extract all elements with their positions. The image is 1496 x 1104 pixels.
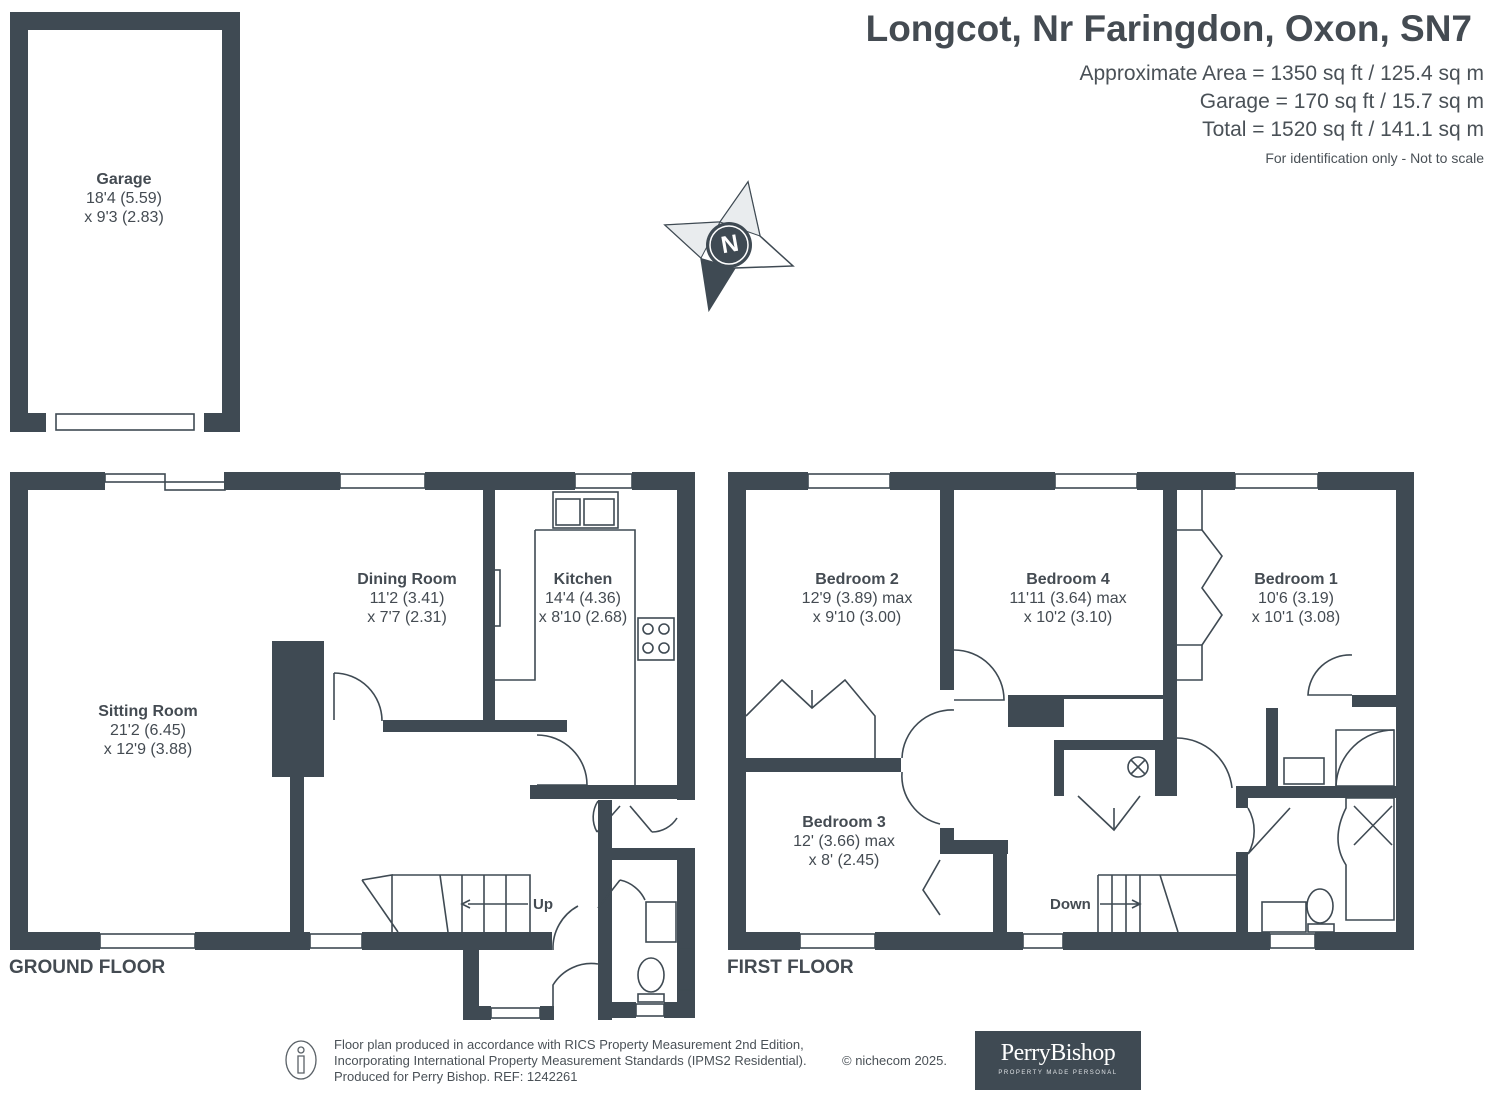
first-floor-label: FIRST FLOOR bbox=[727, 957, 854, 978]
room-name: Bedroom 4 bbox=[1026, 571, 1110, 588]
room-dimension: x 9'10 (3.00) bbox=[812, 609, 902, 626]
room-kitchen: Kitchen 14'4 (4.36) x 8'10 (2.68) bbox=[539, 570, 627, 627]
room-dimension: 11'11 (3.64) max bbox=[1009, 590, 1127, 607]
room-name: Kitchen bbox=[553, 571, 613, 588]
compass-icon bbox=[663, 180, 795, 313]
room-dimension: 12'9 (3.89) max bbox=[801, 590, 913, 607]
room-name: Bedroom 3 bbox=[802, 814, 886, 831]
compass-letter: N bbox=[719, 229, 741, 260]
scale-disclaimer: For identification only - Not to scale bbox=[1265, 150, 1484, 166]
room-dimension: x 10'1 (3.08) bbox=[1251, 609, 1341, 626]
logo-name: PerryBishop bbox=[1000, 1040, 1116, 1066]
garage-area: Garage = 170 sq ft / 15.7 sq m bbox=[1199, 90, 1484, 113]
room-dimension: x 8' (2.45) bbox=[808, 852, 880, 869]
room-garage: Garage 18'4 (5.59) x 9'3 (2.83) bbox=[84, 170, 164, 227]
property-title: Longcot, Nr Faringdon, Oxon, SN7 bbox=[865, 8, 1472, 49]
room-dimension: 21'2 (6.45) bbox=[109, 722, 186, 739]
perry-bishop-logo: PerryBishop PROPERTY MADE PERSONAL bbox=[975, 1031, 1141, 1090]
total-area: Total = 1520 sq ft / 141.1 sq m bbox=[1202, 118, 1484, 141]
stairs-down-label: Down bbox=[1050, 896, 1091, 913]
measurement-note-line: Incorporating International Property Mea… bbox=[334, 1053, 807, 1068]
room-bedroom-3: Bedroom 3 12' (3.66) max x 8' (2.45) bbox=[793, 813, 895, 870]
room-bedroom-4: Bedroom 4 11'11 (3.64) max x 10'2 (3.10) bbox=[1009, 570, 1126, 627]
approximate-area: Approximate Area = 1350 sq ft / 125.4 sq… bbox=[1079, 62, 1485, 85]
room-bedroom-2: Bedroom 2 12'9 (3.89) max x 9'10 (3.00) bbox=[802, 570, 913, 627]
room-name: Bedroom 2 bbox=[815, 571, 899, 588]
room-dimension: 10'6 (3.19) bbox=[1258, 590, 1334, 607]
room-name: Dining Room bbox=[357, 571, 457, 588]
measurement-note: Floor plan produced in accordance with R… bbox=[334, 1037, 807, 1085]
stairs-up-label: Up bbox=[533, 896, 553, 913]
room-dining-room: Dining Room 11'2 (3.41) x 7'7 (2.31) bbox=[357, 570, 457, 627]
ground-floor-label: GROUND FLOOR bbox=[9, 957, 166, 978]
room-dimension: 12' (3.66) max bbox=[793, 833, 895, 850]
copyright: © nichecom 2025. bbox=[842, 1053, 947, 1068]
room-dimension: 18'4 (5.59) bbox=[85, 190, 162, 207]
room-dimension: x 10'2 (3.10) bbox=[1023, 609, 1113, 626]
measurement-note-line: Produced for Perry Bishop. REF: 1242261 bbox=[334, 1069, 578, 1084]
info-person-icon bbox=[285, 1040, 317, 1080]
room-name: Garage bbox=[96, 171, 152, 188]
measurement-note-line: Floor plan produced in accordance with R… bbox=[334, 1037, 804, 1052]
room-name: Sitting Room bbox=[98, 703, 198, 720]
room-dimension: x 9'3 (2.83) bbox=[84, 209, 164, 226]
room-dimension: 14'4 (4.36) bbox=[545, 590, 621, 607]
room-dimension: 11'2 (3.41) bbox=[369, 590, 445, 607]
room-dimension: x 12'9 (3.88) bbox=[103, 741, 193, 758]
room-bedroom-1: Bedroom 1 10'6 (3.19) x 10'1 (3.08) bbox=[1252, 570, 1340, 627]
room-name: Bedroom 1 bbox=[1254, 571, 1338, 588]
room-dimension: x 7'7 (2.31) bbox=[367, 609, 447, 626]
room-sitting-room: Sitting Room 21'2 (6.45) x 12'9 (3.88) bbox=[98, 702, 198, 759]
room-dimension: x 8'10 (2.68) bbox=[538, 609, 628, 626]
logo-tagline: PROPERTY MADE PERSONAL bbox=[998, 1070, 1118, 1076]
